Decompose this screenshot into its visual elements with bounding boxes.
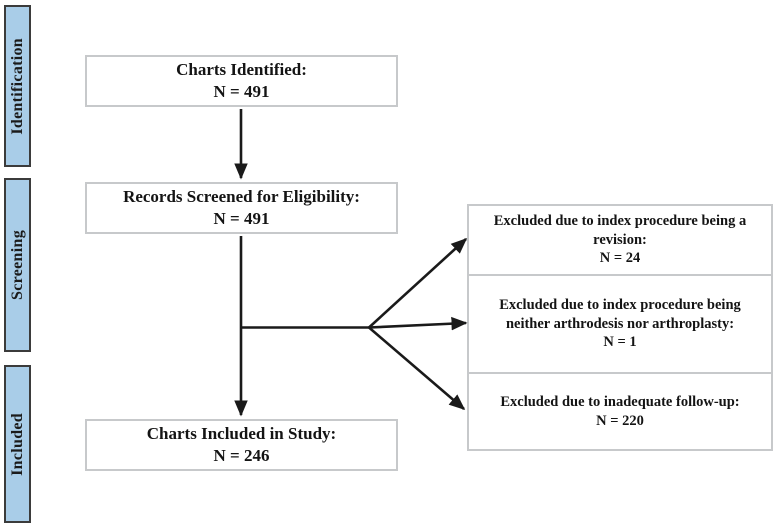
flow-box-records-screened-title: Records Screened for Eligibility:: [123, 187, 360, 207]
flow-box-charts-included-title: Charts Included in Study:: [146, 424, 337, 444]
excluded-box-revision: Excluded due to index procedure being a …: [469, 206, 771, 276]
arrow-excluded-inadequate-followup: [368, 326, 466, 411]
flow-box-charts-identified: Charts Identified: N = 491: [85, 55, 398, 107]
flow-box-records-screened-count: N = 491: [213, 209, 270, 228]
excluded-box-inadequate-followup-reason: Excluded due to inadequate follow-up:: [500, 393, 740, 410]
flow-box-records-screened: Records Screened for Eligibility: N = 49…: [85, 182, 398, 234]
stage-label-screening-text: Screening: [8, 230, 26, 300]
stage-label-identification-text: Identification: [8, 37, 26, 135]
excluded-box-revision-count: N = 24: [599, 250, 641, 267]
arrow-excluded-revision: [368, 237, 468, 329]
stage-label-identification: Identification: [4, 5, 31, 167]
excluded-box-inadequate-followup: Excluded due to inadequate follow-up: N …: [469, 374, 771, 449]
stage-label-included-text: Included: [8, 412, 26, 476]
stage-label-screening: Screening: [4, 178, 31, 352]
excluded-box-not-arthrodesis-arthroplasty-reason: Excluded due to index procedure being ne…: [499, 296, 741, 332]
flow-box-charts-included: Charts Included in Study: N = 246: [85, 419, 398, 471]
excluded-box-not-arthrodesis-arthroplasty: Excluded due to index procedure being ne…: [469, 276, 771, 374]
excluded-box-inadequate-followup-count: N = 220: [596, 412, 644, 429]
flow-box-charts-identified-title: Charts Identified:: [176, 60, 307, 80]
excluded-boxes-stack: Excluded due to index procedure being a …: [467, 204, 773, 451]
excluded-box-not-arthrodesis-arthroplasty-count: N = 1: [603, 334, 637, 351]
flow-box-charts-identified-count: N = 491: [213, 82, 270, 101]
arrow-excluded-not-arthrodesis-arthroplasty: [368, 316, 468, 331]
stage-label-included: Included: [4, 365, 31, 523]
flow-box-charts-included-count: N = 246: [213, 446, 270, 465]
excluded-box-revision-reason: Excluded due to index procedure being a …: [493, 212, 747, 248]
